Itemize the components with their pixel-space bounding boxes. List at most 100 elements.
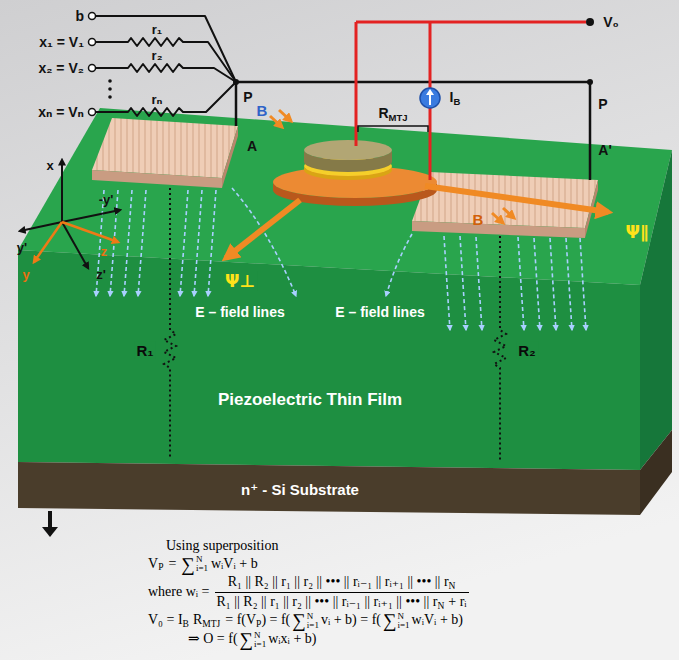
wire <box>235 82 238 126</box>
band-text: n⁺ - Si Substrate <box>241 481 359 499</box>
input-label: x₂ = V₂ <box>38 60 84 76</box>
field-line <box>386 234 412 296</box>
equation-text: R₁ || R₂ || r₁ || r₂ || ••• || rᵢ₋₁ || r… <box>228 574 449 589</box>
resistor-label: rₙ <box>152 92 163 107</box>
equation-subscript: B <box>183 619 189 629</box>
field-arrow <box>270 116 282 127</box>
electrode-pad <box>222 126 238 188</box>
current-label: IB <box>450 89 461 107</box>
field-line <box>580 238 586 330</box>
terminal <box>89 65 96 72</box>
equation-subscript: N <box>449 581 456 591</box>
fraction-denominator: R₁ || R₂ || r₁ || r₂ || ••• || rᵢ₋₁ || r… <box>215 593 469 611</box>
summation: ∑Ni=1 <box>240 630 267 649</box>
axis-arrow <box>34 222 62 262</box>
field-label: B <box>473 211 484 228</box>
field-lines-label: E – field lines <box>195 304 284 320</box>
film-side-face <box>640 150 672 470</box>
voltage-label: V₀ <box>603 14 619 30</box>
equation-text: V₀ = I <box>148 612 183 627</box>
field-lines-label: E – field lines <box>335 304 424 320</box>
wave-arrow <box>226 200 300 258</box>
summation-limit: i=1 <box>196 564 208 573</box>
field-line <box>180 190 188 296</box>
input-label: b <box>75 8 84 24</box>
resistor-symbol <box>96 38 236 82</box>
summation-limit: i=1 <box>307 621 319 630</box>
field-line <box>476 237 482 330</box>
axes <box>20 160 120 268</box>
summation-sign: ∑ <box>240 630 254 649</box>
current-label: I <box>450 89 454 105</box>
electrode-label: A' <box>598 142 611 158</box>
field-arrow <box>503 208 514 218</box>
equation-text: ⇒ O = f( <box>188 631 238 646</box>
film-band-label: Piezoelectric Thin Film <box>212 388 408 412</box>
junction-dot <box>587 79 593 85</box>
resistor-label: r₂ <box>152 48 163 63</box>
resistor-label: r₁ <box>152 22 162 37</box>
field-label: B <box>257 102 268 119</box>
summation-limit: i=1 <box>254 640 266 649</box>
ground-arrow <box>42 527 58 537</box>
summation-sign: ∑ <box>292 611 306 630</box>
summation-limits: Ni=1 <box>398 612 410 630</box>
resistor-symbol <box>96 82 236 116</box>
current-source-arrow <box>429 94 431 105</box>
junction-dot <box>233 79 239 85</box>
wave-label: Ψ⊥ <box>223 271 257 291</box>
equation-text: R <box>193 612 202 627</box>
wave-label: Ψ⊥ <box>225 271 255 291</box>
input-label: b <box>75 8 84 24</box>
equation-text: ) = f( <box>261 612 290 627</box>
axis-label: x <box>46 158 53 173</box>
field-line <box>518 237 524 330</box>
equation-line: VP=∑Ni=1wᵢVᵢ + b <box>148 555 469 574</box>
wire <box>356 21 586 24</box>
terminal <box>586 18 594 26</box>
field-line <box>208 190 216 296</box>
field-lines-label: E – field lines <box>333 304 426 320</box>
node-label: P <box>243 89 252 105</box>
summation: ∑Ni=1 <box>181 555 208 574</box>
summation-limit: i=1 <box>398 621 410 630</box>
subscript: B <box>454 96 461 107</box>
summation-sign: ∑ <box>181 555 195 574</box>
resistor-path <box>494 236 506 462</box>
equation-line: ⇒ O = f(∑Ni=1wᵢxᵢ + b) <box>188 630 469 649</box>
resistance-label: R <box>378 105 388 121</box>
resistor-label: rₙ <box>152 92 163 107</box>
summation-limits: Ni=1 <box>196 555 208 573</box>
band-text: Piezoelectric Thin Film <box>218 390 402 410</box>
resistor-label: r₁ <box>152 22 162 37</box>
equation-subscript: P <box>256 619 261 629</box>
substrate-band-label: n⁺ - Si Substrate <box>235 479 365 501</box>
axis-arrow <box>62 222 118 242</box>
input-label: x₂ = V₂ <box>38 60 84 76</box>
wave-label: Ψ∥ <box>624 222 651 242</box>
summation-limits: Ni=1 <box>254 631 266 649</box>
field-line <box>124 190 132 296</box>
equation-text: = f(V <box>225 612 256 627</box>
axis-label: -y' <box>99 192 114 207</box>
input-label: xₙ = Vₙ <box>38 104 84 120</box>
summation-limit: N <box>254 631 266 640</box>
terminal <box>89 13 96 20</box>
resistor-label: R₂ <box>518 342 536 359</box>
field-line <box>444 236 450 330</box>
summation-sign: ∑ <box>383 611 397 630</box>
summation: ∑Ni=1 <box>292 611 319 630</box>
field-label: B <box>257 102 268 119</box>
equation-text: where wᵢ = <box>148 584 210 599</box>
axis-label: z <box>101 244 108 259</box>
field-line <box>566 238 572 330</box>
ground-arrow <box>48 511 52 529</box>
axis-label: z <box>101 244 108 259</box>
equation-line: where wᵢ = R₁ || R₂ || r₁ || r₂ || ••• ||… <box>148 574 469 612</box>
electrode-pad <box>92 170 222 188</box>
equation-text: = <box>168 556 176 571</box>
summation-limit: N <box>196 555 208 564</box>
